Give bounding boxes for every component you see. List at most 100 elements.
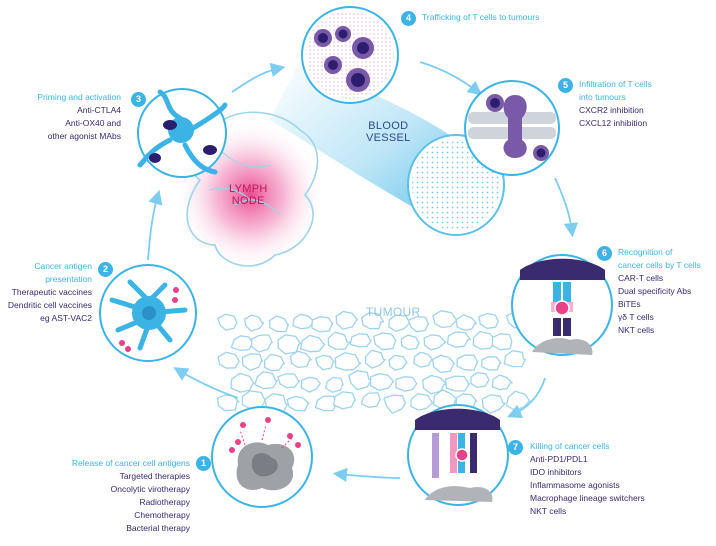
tumour-cell: [432, 310, 458, 329]
step-7-item: NKT cells: [530, 506, 567, 516]
tumour-cell: [349, 333, 372, 348]
tumour-cell: [348, 370, 373, 391]
tumour-cell: [263, 353, 286, 372]
tumour-cell: [289, 350, 312, 369]
step-2-text: Cancer antigen presentation Therapeutic …: [8, 260, 92, 325]
step-6-title: Recognition of: [618, 247, 673, 257]
tumour-cell: [243, 314, 265, 332]
tumour-cell: [314, 354, 335, 371]
step-6-item: NKT cells: [618, 325, 655, 335]
step-4-text: Trafficking of T cells to tumours: [422, 11, 539, 24]
step-5-item: CXCL12 inhibition: [579, 118, 648, 128]
step-2-item: eg AST-VAC2: [40, 313, 92, 323]
step-7-title: Killing of cancer cells: [530, 441, 610, 451]
step-1-badge: 1: [196, 456, 211, 471]
tumour-label: TUMOUR: [366, 305, 421, 319]
step-1-item: Chemotherapy: [134, 510, 190, 520]
tumour-cell: [455, 314, 478, 331]
blood-vessel-label-line-1: BLOOD: [368, 120, 409, 132]
step-5-title: into tumours: [579, 92, 626, 102]
step-2-item: Dendritic cell vaccines: [7, 300, 92, 310]
step-7-item: IDO inhibitors: [530, 467, 582, 477]
step-5-infiltration-illustration: [464, 80, 560, 176]
tumour-cell: [373, 332, 397, 351]
tumour-cell: [480, 356, 502, 371]
step-4-badge: 4: [401, 11, 416, 26]
step-3-item: Anti-CTLA4: [77, 105, 121, 115]
step-7-badge: 7: [508, 440, 523, 455]
tumour-cell: [503, 350, 527, 368]
tumour-cell: [444, 375, 471, 392]
blood-vessel-label: BLOOD VESSEL: [366, 120, 411, 144]
step-2-title: presentation: [45, 274, 92, 284]
step-7-item: Anti-PD1/PDL1: [530, 454, 588, 464]
tumour-cell: [383, 394, 407, 414]
tumour-cell: [335, 310, 359, 330]
tumour-cell: [311, 316, 334, 333]
tumour-cell: [277, 334, 302, 355]
step-7-item: Macrophage lineage switchers: [530, 493, 645, 503]
tumour-cell: [324, 376, 344, 393]
tumour-cell: [478, 312, 499, 330]
step-1-item: Targeted therapies: [119, 471, 190, 481]
tumour-cell: [423, 334, 447, 351]
tumour-cell: [217, 351, 240, 369]
lymph-node-label: LYMPH NODE: [229, 183, 268, 207]
step-3-priming-illustration: [137, 88, 228, 178]
step-5-item: CXCR2 inhibition: [579, 105, 644, 115]
lymph-node-label-line-2: NODE: [231, 195, 265, 207]
step-3-item: other agonist MAbs: [47, 131, 121, 141]
tumour-cell: [369, 372, 395, 391]
step-2-item: Therapeutic vaccines: [11, 287, 92, 297]
tumour-cell: [250, 334, 274, 353]
tumour-cell: [286, 395, 310, 412]
step-4-trafficking-illustration: [301, 6, 399, 104]
step-2-title: Cancer antigen: [34, 261, 92, 271]
step-4-title: Trafficking of T cells to tumours: [422, 12, 540, 22]
tumour-cell: [300, 334, 326, 353]
step-7-item: Inflammasome agonists: [530, 480, 620, 490]
step-1-text: Release of cancer cell antigens Targeted…: [72, 457, 190, 535]
tumour-cell: [327, 331, 351, 350]
step-3-badge: 3: [131, 92, 146, 107]
tumour-cell: [395, 376, 418, 392]
step-6-badge: 6: [597, 246, 612, 261]
tumour-cell: [333, 391, 357, 410]
blood-vessel: [270, 60, 505, 236]
tumour-cell: [268, 315, 290, 333]
step-3-title: Priming and activation: [37, 92, 121, 102]
tumour-cell: [230, 335, 254, 352]
tumour-cell: [413, 351, 434, 368]
cycle-arrows: [147, 61, 579, 482]
tumour-cell: [241, 353, 264, 371]
tumour-cell: [277, 373, 301, 389]
tumour-cell: [217, 313, 238, 331]
step-1-item: Radiotherapy: [139, 497, 190, 507]
tumour-cell: [410, 392, 434, 411]
step-6-text: Recognition of cancer cells by T cells C…: [618, 246, 701, 337]
step-3-item: Anti-OX40 and: [65, 118, 121, 128]
tumour-cell: [470, 372, 490, 389]
tumour-cell: [254, 371, 278, 390]
tumour-cell: [360, 392, 381, 408]
step-5-title: Infiltration of T cells: [579, 79, 652, 89]
tumour-cell: [456, 354, 479, 371]
tumour-cell: [300, 376, 321, 393]
tumour-cell: [216, 394, 240, 412]
blood-vessel-label-line-2: VESSEL: [366, 132, 411, 144]
tumour-cell: [491, 333, 513, 351]
step-1-item: Oncolytic virotherapy: [110, 484, 190, 494]
lymph-node-label-line-1: LYMPH: [229, 183, 268, 195]
tumour-cell: [431, 354, 456, 374]
step-6-recognition-illustration: [511, 254, 613, 356]
tumour-cell: [400, 334, 420, 351]
step-6-item: γδ T cells: [618, 312, 654, 322]
tumour-cell: [481, 394, 506, 414]
step-5-badge: 5: [558, 78, 573, 93]
tumour-cell: [388, 354, 408, 371]
step-3-text: Priming and activation Anti-CTLA4 Anti-O…: [37, 91, 121, 143]
step-1-title: Release of cancer cell antigens: [71, 458, 190, 468]
tumour-cell: [334, 352, 362, 371]
step-1-antigen-release-illustration: [211, 406, 313, 508]
